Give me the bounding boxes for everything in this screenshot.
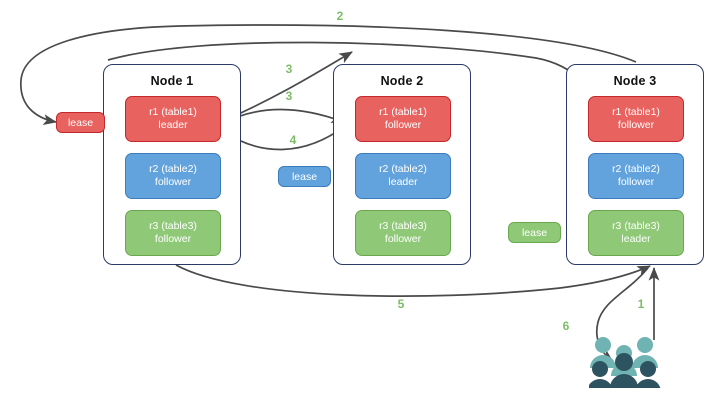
replica-role: leader xyxy=(621,233,651,245)
replica-range: r1 (table1) xyxy=(379,106,427,118)
replica-role: leader xyxy=(158,119,188,131)
replica-node3-r3[interactable]: r3 (table3) leader xyxy=(588,210,684,256)
replica-node2-r1[interactable]: r1 (table1) follower xyxy=(355,96,451,142)
node-card-3[interactable]: Node 3 r1 (table1) follower r2 (table2) … xyxy=(566,64,704,265)
node-title: Node 1 xyxy=(150,74,194,88)
replica-node2-r3[interactable]: r3 (table3) follower xyxy=(355,210,451,256)
replica-range: r2 (table2) xyxy=(149,163,197,175)
step-label-3b: 3 xyxy=(285,89,293,103)
replica-range: r3 (table3) xyxy=(612,220,660,232)
arrow-step-5 xyxy=(175,264,651,297)
replica-node1-r2[interactable]: r2 (table2) follower xyxy=(125,153,221,199)
replica-role: follower xyxy=(617,176,655,188)
replica-role: follower xyxy=(384,119,422,131)
replica-node1-r3[interactable]: r3 (table3) follower xyxy=(125,210,221,256)
node-title: Node 3 xyxy=(613,74,657,88)
replica-node3-r1[interactable]: r1 (table1) follower xyxy=(588,96,684,142)
node-card-2[interactable]: Node 2 r1 (table1) follower r2 (table2) … xyxy=(333,64,471,265)
users-group-icon xyxy=(589,337,661,388)
replica-range: r1 (table1) xyxy=(612,106,660,118)
replica-range: r1 (table1) xyxy=(149,106,197,118)
step-label-4: 4 xyxy=(289,133,297,147)
lease-label: lease xyxy=(67,116,94,129)
replica-range: r2 (table2) xyxy=(379,163,427,175)
lease-chip-r1[interactable]: lease xyxy=(56,112,105,133)
replica-range: r3 (table3) xyxy=(149,220,197,232)
arrow-step-2 xyxy=(20,24,637,125)
step-label-6: 6 xyxy=(562,319,570,333)
replica-range: r2 (table2) xyxy=(612,163,660,175)
step-label-5: 5 xyxy=(397,297,405,311)
replica-role: follower xyxy=(617,119,655,131)
lease-label: lease xyxy=(291,170,318,183)
replica-role: leader xyxy=(388,176,418,188)
replica-range: r3 (table3) xyxy=(379,220,427,232)
replica-node3-r2[interactable]: r2 (table2) follower xyxy=(588,153,684,199)
node-card-1[interactable]: Node 1 r1 (table1) leader r2 (table2) fo… xyxy=(103,64,241,265)
replica-role: follower xyxy=(154,233,192,245)
lease-chip-r2[interactable]: lease xyxy=(278,166,331,187)
replica-node1-r1[interactable]: r1 (table1) leader xyxy=(125,96,221,142)
replica-node2-r2[interactable]: r2 (table2) leader xyxy=(355,153,451,199)
step-label-2: 2 xyxy=(336,9,344,23)
node-title: Node 2 xyxy=(380,74,424,88)
step-label-1: 1 xyxy=(637,297,645,311)
lease-chip-r3[interactable]: lease xyxy=(508,222,561,243)
step-label-3a: 3 xyxy=(285,62,293,76)
lease-label: lease xyxy=(521,226,548,239)
replica-role: follower xyxy=(154,176,192,188)
replica-role: follower xyxy=(384,233,422,245)
